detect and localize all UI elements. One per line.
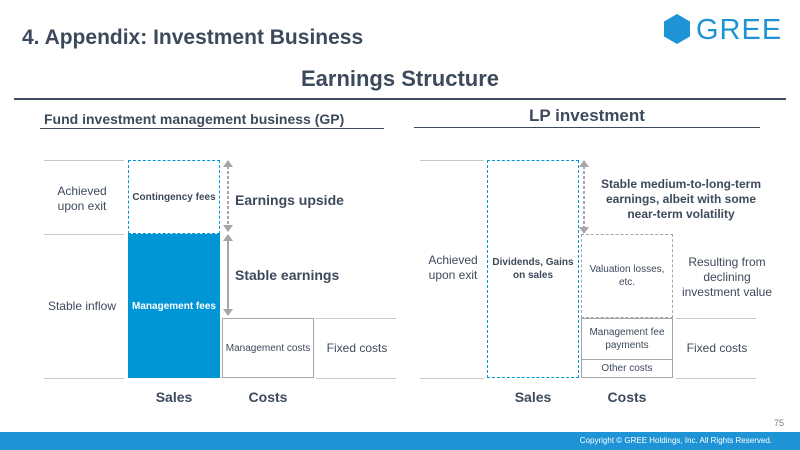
earnings-arrows — [223, 160, 233, 316]
management-fee-payments-label: Management fee payments — [589, 327, 665, 351]
left-fixed-costs-label: Fixed costs — [326, 340, 388, 355]
gridline — [316, 378, 396, 379]
right-achieved-label: Achieved upon exit — [428, 253, 478, 282]
management-fee-payments-box: Management fee payments — [581, 318, 673, 360]
section-subtitle: Earnings Structure — [300, 66, 500, 91]
right-sales-label: Sales — [514, 389, 552, 405]
left-costs-label: Costs — [248, 389, 288, 405]
right-panel-rule — [414, 127, 760, 128]
right-panel-heading: LP investment — [529, 106, 645, 125]
right-fixed-costs-label: Fixed costs — [686, 340, 748, 355]
gree-logo: GREE — [662, 12, 783, 48]
left-panel-heading: Fund investment management business (GP) — [44, 111, 345, 127]
stable-earnings-label: Stable earnings — [235, 267, 340, 283]
resulting-from-label: Resulting from declining investment valu… — [681, 254, 773, 299]
gridline — [44, 160, 124, 161]
achieved-upon-exit-label: Achieved upon exit — [57, 184, 107, 213]
left-panel-rule — [40, 128, 384, 129]
management-costs-label: Management costs — [225, 342, 311, 354]
gridline — [676, 378, 756, 379]
valuation-losses-box: Valuation losses, etc. — [581, 234, 673, 318]
stable-note: Stable medium-to-long-term earnings, alb… — [600, 176, 761, 221]
other-costs-box: Other costs — [581, 360, 673, 378]
gridline — [316, 318, 396, 319]
left-sales-label: Sales — [155, 389, 193, 405]
earnings-upside-label: Earnings upside — [235, 192, 344, 208]
management-fees-box: Management fees — [128, 234, 220, 378]
page-title: 4. Appendix: Investment Business — [22, 26, 364, 49]
gridline — [420, 378, 484, 379]
valuation-losses-label: Valuation losses, etc. — [589, 264, 665, 288]
other-costs-label: Other costs — [601, 363, 653, 374]
gridline — [676, 318, 756, 319]
contingency-fees-box: Contingency fees — [128, 160, 220, 234]
stable-arrow — [579, 160, 589, 234]
page-number: 75 — [773, 418, 784, 428]
right-costs-label: Costs — [607, 389, 647, 405]
gridline — [44, 378, 124, 379]
gree-hexagon-icon — [664, 14, 690, 44]
stable-inflow-label: Stable inflow — [47, 298, 117, 313]
gridline — [420, 160, 484, 161]
contingency-fees-label: Contingency fees — [132, 191, 216, 203]
gridline — [44, 234, 124, 235]
management-fees-label: Management fees — [132, 300, 216, 312]
logo-text: GREE — [696, 14, 783, 46]
footer-bar — [0, 432, 800, 450]
dividends-box: Dividends, Gains on sales — [487, 160, 579, 378]
dividends-label: Dividends, Gains on sales — [492, 257, 574, 281]
copyright-text: Copyright © GREE Holdings, Inc. All Righ… — [579, 436, 772, 445]
management-costs-box: Management costs — [222, 318, 314, 378]
title-divider — [14, 98, 786, 100]
